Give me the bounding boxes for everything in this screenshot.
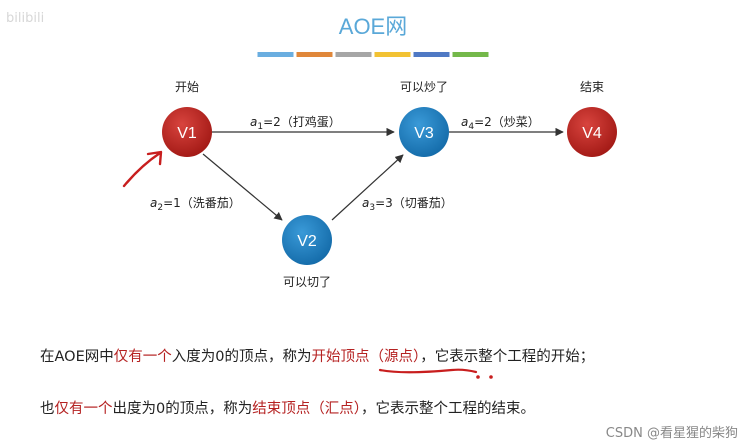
- edge-label-a4: a4=2（炒菜）: [461, 115, 540, 132]
- edge-label-a4-name: a: [461, 115, 468, 129]
- para2-part5: ，它表示整个工程的结束。: [360, 401, 535, 417]
- para1-part4: 开始顶点（源点）: [311, 349, 421, 365]
- para1-part1: 在AOE网中: [40, 349, 114, 365]
- watermark-text: bilibili: [6, 11, 44, 26]
- title-bar-segment-3: [335, 52, 372, 57]
- edge-label-a3-sub: 3: [369, 203, 375, 213]
- node-v2-caption: 可以切了: [283, 275, 331, 289]
- edge-v1-v2: [202, 153, 283, 221]
- paragraph-sink-definition: 也仅有一个出度为0的顶点，称为结束顶点（汇点），它表示整个工程的结束。: [40, 397, 535, 418]
- node-v3-label: V3: [414, 125, 434, 142]
- edge-label-a2: a2=1（洗番茄）: [150, 196, 241, 213]
- title-bar-segment-4: [374, 52, 411, 57]
- node-v3-caption: 可以炒了: [400, 80, 448, 94]
- node-v3: V3 可以炒了: [399, 80, 449, 157]
- node-v4-caption: 结束: [580, 80, 604, 94]
- edge-label-a2-sub: 2: [157, 203, 163, 213]
- hand-drawn-underline: [378, 368, 478, 374]
- node-v4: V4 结束: [567, 80, 617, 157]
- para1-part5: ，它表示整个工程的开始；: [420, 349, 595, 365]
- edge-v2-v3: [331, 154, 404, 221]
- node-v1-label: V1: [177, 125, 197, 142]
- node-v4-label: V4: [582, 125, 602, 142]
- para1-part2: 仅有一个: [113, 349, 172, 365]
- diagram-title: AOE网: [339, 14, 407, 39]
- edge-label-a3-name: a: [362, 196, 369, 210]
- node-v4-circle: [567, 107, 617, 157]
- paragraph-source-definition: 在AOE网中仅有一个入度为0的顶点，称为开始顶点（源点），它表示整个工程的开始；: [40, 345, 594, 366]
- node-v1-caption: 开始: [175, 80, 199, 94]
- para2-part3: 出度为0的顶点，称为: [112, 401, 253, 417]
- hand-drawn-dot-1: [476, 375, 480, 379]
- node-v3-circle: [399, 107, 449, 157]
- edges: [202, 127, 564, 221]
- edge-label-a1-name: a: [250, 115, 257, 129]
- edge-label-a2-rest: =1（洗番茄）: [163, 196, 241, 210]
- node-v1: V1 开始: [162, 80, 212, 157]
- title-bar-segment-5: [413, 52, 450, 57]
- para1-part3: 入度为0的顶点，称为: [171, 349, 312, 365]
- node-v2-label: V2: [297, 233, 317, 250]
- edge-label-a1-sub: 1: [257, 122, 263, 132]
- hand-drawn-arrow: [122, 150, 163, 188]
- node-v2: V2 可以切了: [282, 215, 332, 289]
- title-color-bar: [257, 52, 489, 57]
- para2-part2: 仅有一个: [54, 401, 113, 417]
- edge-label-a4-rest: =2（炒菜）: [474, 115, 540, 129]
- node-v1-circle: [162, 107, 212, 157]
- edge-label-a4-sub: 4: [468, 122, 474, 132]
- edge-label-a3: a3=3（切番茄）: [362, 196, 453, 213]
- title-bar-segment-2: [296, 52, 333, 57]
- edge-label-a2-name: a: [150, 196, 157, 210]
- csdn-credit: CSDN @看星猩的柴狗: [606, 425, 738, 441]
- edge-label-a1-rest: =2（打鸡蛋）: [263, 114, 341, 129]
- title-bar-segment-1: [257, 52, 294, 57]
- para2-part1: 也: [40, 401, 55, 417]
- para2-part4: 结束顶点（汇点）: [252, 401, 361, 417]
- title-bar-segment-6: [452, 52, 489, 57]
- hand-drawn-dot-2: [489, 375, 493, 379]
- edge-label-a3-rest: =3（切番茄）: [375, 196, 453, 210]
- edge-label-a1: a1=2（打鸡蛋）: [250, 114, 341, 132]
- node-v2-circle: [282, 215, 332, 265]
